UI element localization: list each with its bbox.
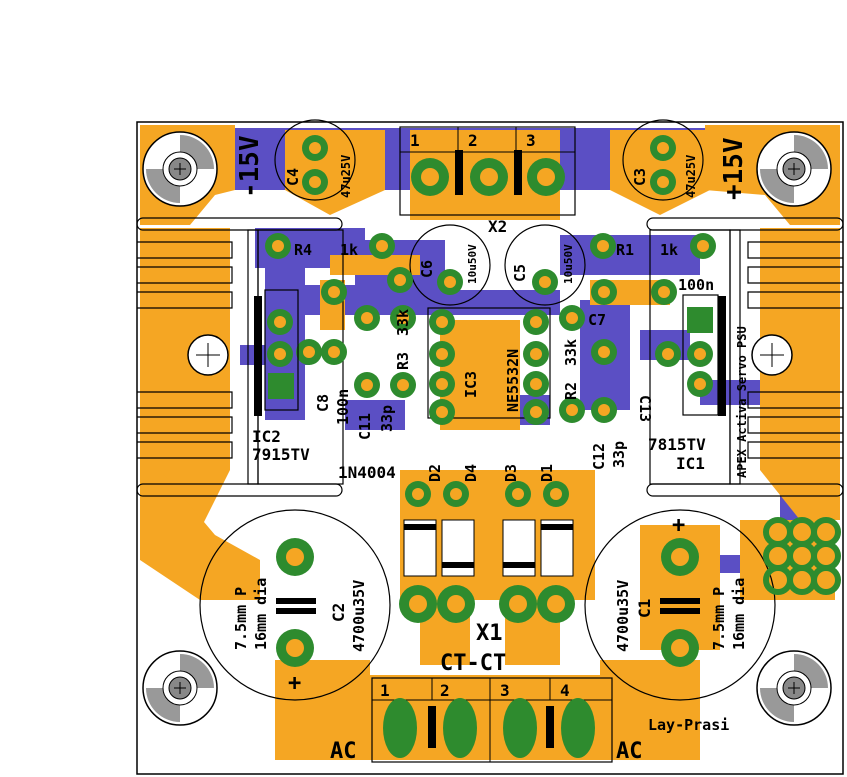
x1-pin2: 2 [440,681,450,700]
ic2-part: 7915TV [252,445,310,464]
heatsink-right [646,217,844,497]
x2-pin3: 3 [526,131,536,150]
capacitor-c5 [504,224,586,306]
x1-pin4: 4 [560,681,570,700]
capacitor-c4 [274,119,356,201]
connector-x2 [399,126,576,216]
c4-value: 47u25V [339,155,353,198]
r2-value: 33k [562,339,580,366]
c4-label: C4 [284,168,302,186]
c13-label: C13 [636,395,654,422]
d1-label: D1 [538,464,556,482]
neg-rail-label: -15V [235,135,265,198]
x1-label: X1 [476,621,503,646]
c1-size: 7.5mm P [710,587,728,650]
screw-icon [751,334,793,376]
c2-size: 7.5mm P [232,587,250,650]
x1-pin1: 1 [380,681,390,700]
mount-hole-icon [756,650,832,726]
c3-label: C3 [631,168,649,186]
capacitor-c6 [387,224,491,306]
x2-pin2: 2 [468,131,478,150]
r3-value: 33k [394,309,412,336]
c7-label: C7 [588,311,606,329]
ic1-regulator [655,294,726,416]
c1-value: 4700u35V [614,580,632,652]
c7-value: 100n [678,276,714,294]
d4-label: D4 [462,464,480,482]
pos-rail-label: +15V [719,137,749,200]
ic1-part: 7815TV [648,435,706,454]
ic2-label: IC2 [252,427,281,446]
c1-label: C1 [635,599,654,618]
r2-label: R2 [562,382,580,400]
c8-label: C8 [314,394,332,412]
mount-hole-icon [142,131,218,207]
apex-label: APEX Activa Servo PSU [735,326,749,478]
capacitor-c3 [622,119,704,201]
silkscreen-labels: -15V +15V C4 47u25V C3 47u25V 1 2 3 X2 R… [232,131,749,764]
c12-label: C12 [590,443,608,470]
ic3-part: NE5532N [504,349,522,412]
board-outline [136,121,844,775]
c12-value: 33p [610,441,628,468]
ic3-chip [427,307,551,425]
mount-hole-icon [756,131,832,207]
r3-label: R3 [394,352,412,370]
c8-value: 100n [334,389,352,425]
c2-label: C2 [329,603,348,622]
ic3-label: IC3 [462,371,480,398]
c5-label: C5 [511,264,529,282]
c2-dia: 16mm dia [252,578,270,650]
mount-hole-icon [142,650,218,726]
x2-pin1: 1 [410,131,420,150]
d3-label: D3 [502,464,520,482]
plus-c1: + [672,513,685,538]
r4-value: 1k [340,241,358,259]
screw-icon [187,334,229,376]
capacitor-c2 [199,509,391,701]
diodes [399,481,575,623]
c5-value: 10u50V [562,244,575,284]
x2-label: X2 [488,217,507,236]
r1-label: R1 [616,241,634,259]
ic1-label: IC1 [676,454,705,473]
ct-label: CT-CT [440,651,506,676]
r1-value: 1k [660,241,678,259]
ic2-regulator [254,289,299,416]
d2-label: D2 [426,464,444,482]
connector-x1 [371,677,613,763]
author-label: Lay-Prasi [648,716,729,734]
c2-value: 4700u35V [350,580,368,652]
plus-c2: + [288,671,301,696]
ac-left-label: AC [330,739,357,764]
ground-pattern [763,517,841,595]
ac-right-label: AC [616,739,643,764]
c6-value: 10u50V [466,244,479,284]
c1-dia: 16mm dia [730,578,748,650]
diode-part: 1N4004 [338,463,396,482]
r4-label: R4 [294,241,312,259]
c3-value: 47u25V [684,155,698,198]
c6-label: C6 [418,260,436,278]
x1-pin3: 3 [500,681,510,700]
c11-label: C11 [356,413,374,440]
capacitor-c1 [584,509,776,701]
c11-value: 33p [378,405,396,432]
